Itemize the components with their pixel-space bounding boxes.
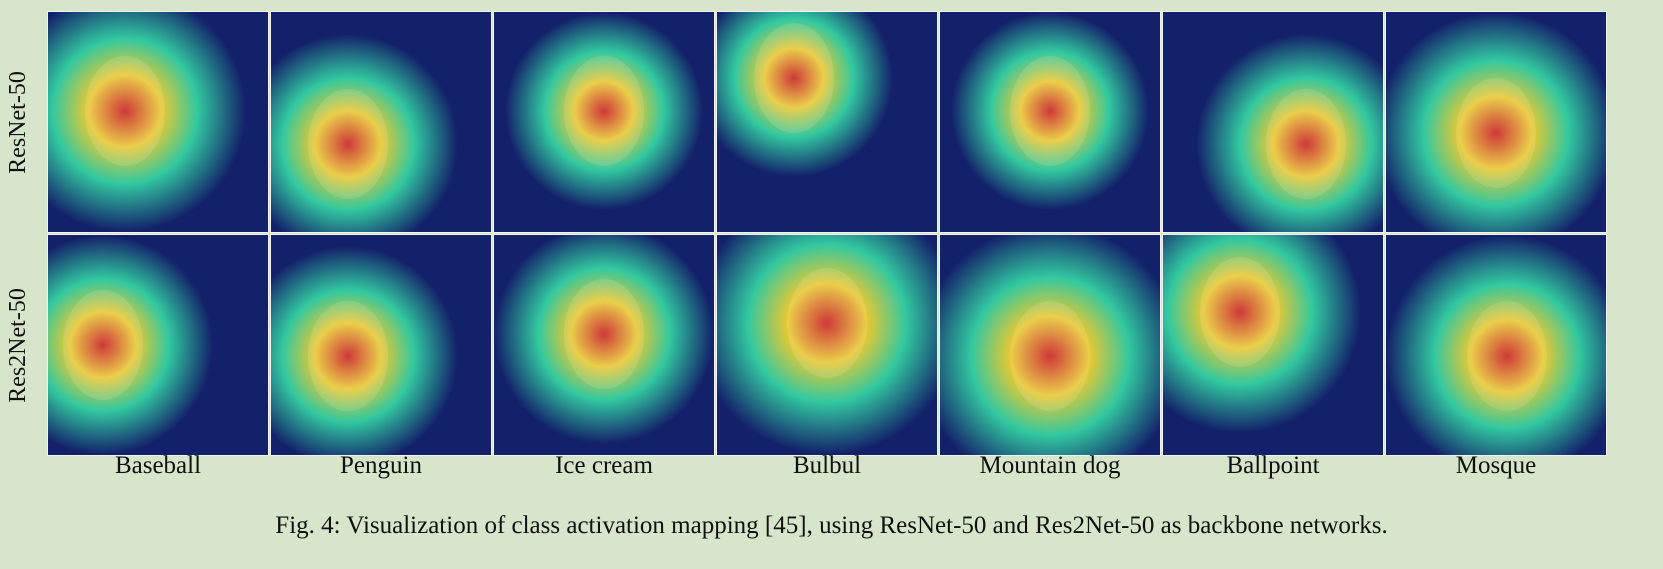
subject-dog	[1010, 301, 1090, 411]
heatmap-image	[48, 235, 268, 455]
column-labels: Baseball Penguin Ice cream Bulbul Mounta…	[48, 452, 1606, 480]
subject-penguin	[308, 301, 388, 411]
subject-baseball-player	[85, 56, 165, 166]
column-label-bulbul: Bulbul	[792, 452, 862, 479]
heatmap-gradient	[494, 12, 714, 232]
heatmap-image	[717, 235, 937, 455]
subject-pen	[1200, 257, 1280, 367]
row-label-res2net: Res2Net-50	[0, 235, 36, 455]
subject-dog	[1010, 56, 1090, 166]
activation-map-grid	[48, 12, 1608, 456]
column-label-mountain-dog: Mountain dog	[979, 452, 1121, 479]
subject-pen	[1266, 89, 1346, 199]
activation-map-res2net-ballpoint	[1163, 235, 1383, 455]
column-label-penguin: Penguin	[340, 452, 422, 479]
activation-map-resnet-ballpoint	[1163, 12, 1383, 232]
subject-mosque	[1467, 301, 1547, 411]
heatmap-image	[1163, 235, 1383, 455]
heatmap-gradient	[1386, 12, 1606, 232]
activation-map-res2net-mountain-dog	[940, 235, 1160, 455]
subject-mosque	[1456, 78, 1536, 188]
heatmap-gradient	[717, 12, 937, 232]
heatmap-image	[1386, 235, 1606, 455]
heatmap-gradient	[717, 235, 937, 455]
activation-map-res2net-bulbul	[717, 235, 937, 455]
row-label-resnet: ResNet-50	[0, 12, 36, 232]
heatmap-gradient	[494, 235, 714, 455]
heatmap-gradient	[1163, 235, 1383, 455]
heatmap-image	[717, 12, 937, 232]
column-label-baseball: Baseball	[114, 452, 202, 479]
heatmap-gradient	[48, 12, 268, 232]
subject-penguin	[308, 89, 388, 199]
activation-map-res2net-ice-cream	[494, 235, 714, 455]
row-label-res2net-text: Res2Net-50	[4, 287, 31, 403]
heatmap-gradient	[271, 235, 491, 455]
subject-bird	[787, 268, 867, 378]
heatmap-image	[1386, 12, 1606, 232]
heatmap-gradient	[940, 12, 1160, 232]
subject-bird	[754, 23, 834, 133]
activation-map-resnet-bulbul	[717, 12, 937, 232]
heatmap-gradient	[1386, 235, 1606, 455]
row-label-resnet-text: ResNet-50	[4, 70, 31, 174]
heatmap-image	[494, 235, 714, 455]
activation-map-resnet-ice-cream	[494, 12, 714, 232]
column-label-ballpoint: Ballpoint	[1226, 452, 1320, 479]
subject-ice-cream	[564, 279, 644, 389]
heatmap-gradient	[48, 235, 268, 455]
column-label-mosque: Mosque	[1455, 452, 1537, 479]
figure-caption: Fig. 4: Visualization of class activatio…	[275, 512, 1388, 539]
heatmap-image	[271, 12, 491, 232]
heatmap-image	[1163, 12, 1383, 232]
subject-ice-cream	[564, 56, 644, 166]
activation-map-res2net-baseball	[48, 235, 268, 455]
heatmap-image	[271, 235, 491, 455]
activation-map-res2net-penguin	[271, 235, 491, 455]
heatmap-image	[940, 12, 1160, 232]
activation-map-res2net-mosque	[1386, 235, 1606, 455]
heatmap-gradient	[940, 235, 1160, 455]
activation-map-resnet-baseball	[48, 12, 268, 232]
column-label-ice-cream: Ice cream	[555, 452, 653, 479]
activation-map-resnet-mountain-dog	[940, 12, 1160, 232]
heatmap-image	[48, 12, 268, 232]
heatmap-image	[940, 235, 1160, 455]
activation-map-resnet-mosque	[1386, 12, 1606, 232]
heatmap-image	[494, 12, 714, 232]
heatmap-gradient	[1163, 12, 1383, 232]
heatmap-gradient	[271, 12, 491, 232]
activation-map-resnet-penguin	[271, 12, 491, 232]
subject-baseball-player	[63, 290, 143, 400]
